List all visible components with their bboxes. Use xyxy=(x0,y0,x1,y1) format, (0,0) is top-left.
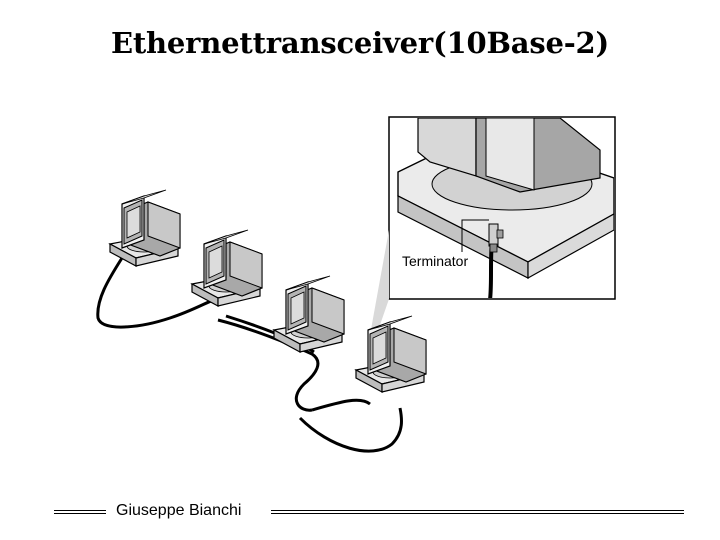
workstation xyxy=(355,315,427,393)
footer-author: Giuseppe Bianchi xyxy=(116,502,242,519)
terminator-label: Terminator xyxy=(402,253,468,269)
zoom-callout xyxy=(370,230,389,348)
inset-panel: Terminator xyxy=(388,116,616,300)
footer-rule-left xyxy=(54,510,106,514)
workstation xyxy=(191,229,263,307)
workstation xyxy=(109,189,181,267)
network-diagram: Terminator xyxy=(96,116,616,453)
footer-rule-right xyxy=(271,510,684,514)
workstation xyxy=(273,275,345,353)
slide-title: Ethernettransceiver(10Base-2) xyxy=(110,26,610,60)
coax-cable xyxy=(96,257,404,453)
